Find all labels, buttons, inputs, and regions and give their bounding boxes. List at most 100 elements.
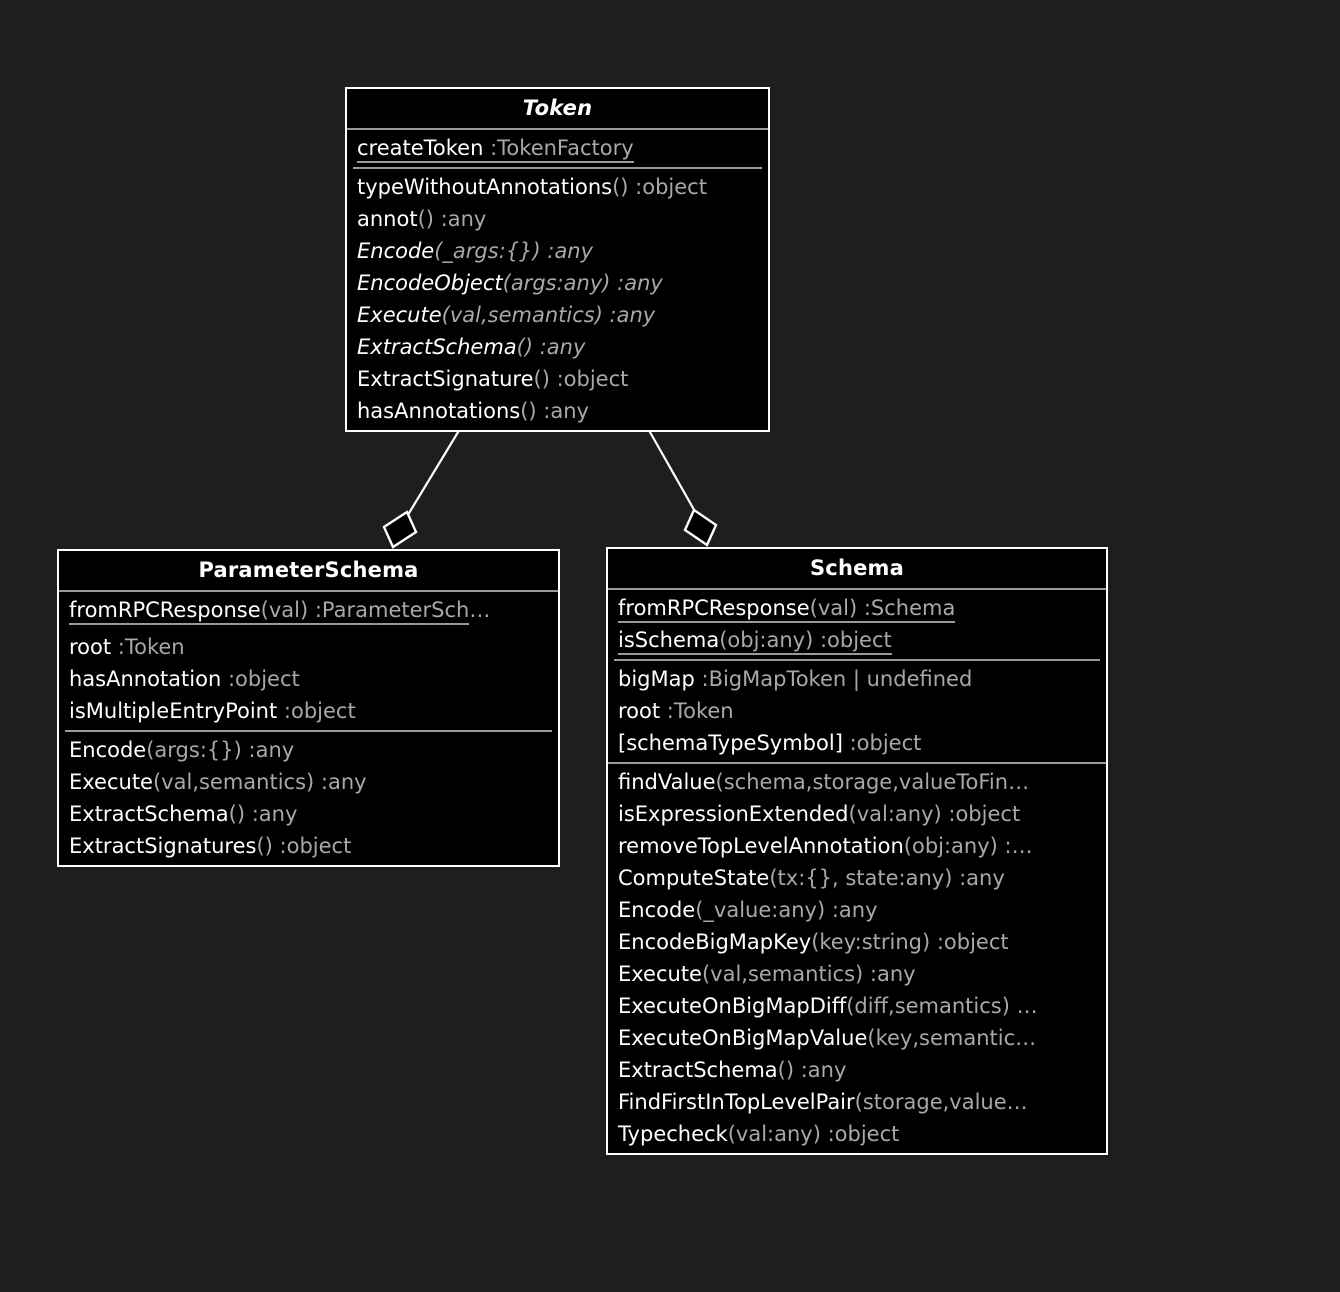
member-type: :object — [277, 699, 356, 723]
class-member[interactable]: ExtractSchema() :any — [65, 798, 552, 830]
member-type: (diff,semantics) … — [846, 994, 1038, 1018]
class-member[interactable]: ExtractSignature() :object — [353, 363, 762, 395]
member-type: (args:any) :any — [502, 271, 663, 295]
member-name: typeWithoutAnnotations — [357, 175, 613, 199]
class-box-token[interactable]: Token createToken :TokenFactory typeWith… — [345, 87, 770, 432]
member-name: root — [618, 699, 661, 723]
class-name-parameterschema: ParameterSchema — [59, 551, 558, 592]
member-type: (val) :Schema — [809, 596, 956, 620]
member-name: Typecheck — [618, 1122, 728, 1146]
class-member[interactable]: isMultipleEntryPoint :object — [59, 695, 558, 727]
class-member[interactable]: ExtractSignatures() :object — [65, 830, 552, 862]
class-member[interactable]: ComputeState(tx:{}, state:any) :any — [608, 862, 1106, 894]
class-member[interactable]: ExecuteOnBigMapDiff(diff,semantics) … — [608, 990, 1106, 1022]
member-name: ExtractSignature — [357, 367, 534, 391]
aggregation-line — [641, 417, 702, 523]
class-member[interactable]: Execute(val,semantics) :any — [608, 958, 1106, 990]
member-name: hasAnnotations — [357, 399, 521, 423]
class-member[interactable]: bigMap :BigMapToken | undefined — [614, 663, 1100, 695]
class-member[interactable]: typeWithoutAnnotations() :object — [353, 171, 762, 203]
class-member[interactable]: Encode(args:{}) :any — [65, 734, 552, 766]
class-member[interactable]: fromRPCResponse(val) :Schema — [608, 592, 1106, 624]
class-member[interactable]: [schemaTypeSymbol] :object — [614, 727, 1100, 759]
member-name: fromRPCResponse — [618, 596, 810, 620]
class-member[interactable]: EncodeBigMapKey(key:string) :object — [608, 926, 1106, 958]
member-name: ExtractSignatures — [69, 834, 257, 858]
class-member[interactable]: annot() :any — [353, 203, 762, 235]
member-type: (_args:{}) :any — [434, 239, 594, 263]
class-member[interactable]: Encode(_value:any) :any — [608, 894, 1106, 926]
statics-compartment-parameterschema: fromRPCResponse(val) :ParameterSch… — [59, 592, 558, 629]
member-name: ExtractSchema — [69, 802, 229, 826]
aggregation-diamond-shape — [683, 508, 718, 547]
member-name: fromRPCResponse — [69, 598, 261, 622]
class-member[interactable]: removeTopLevelAnnotation(obj:any) :… — [608, 830, 1106, 862]
member-type: (schema,storage,valueToFin… — [715, 770, 1030, 794]
aggregation-line — [399, 418, 467, 529]
class-member[interactable]: Execute(val,semantics) :any — [353, 299, 762, 331]
methods-compartment-parameterschema: Encode(args:{}) :any Execute(val,semanti… — [65, 730, 552, 865]
member-name: [schemaTypeSymbol] — [618, 731, 843, 755]
class-member[interactable]: createToken :TokenFactory — [347, 132, 768, 164]
member-name: createToken — [357, 136, 484, 160]
class-member[interactable]: hasAnnotation :object — [59, 663, 558, 695]
member-name: annot — [357, 207, 418, 231]
member-type: :Token — [660, 699, 734, 723]
member-type: :BigMapToken | undefined — [694, 667, 973, 691]
member-name: Execute — [69, 770, 153, 794]
aggregation-diamond-shape — [382, 510, 418, 549]
class-box-schema[interactable]: Schema fromRPCResponse(val) :Schema isSc… — [606, 547, 1108, 1155]
member-type: :Token — [111, 635, 185, 659]
member-name: EncodeObject — [357, 271, 503, 295]
member-name: Execute — [618, 962, 702, 986]
member-name: Execute — [357, 303, 442, 327]
member-name: isMultipleEntryPoint — [69, 699, 278, 723]
member-name: Encode — [618, 898, 696, 922]
class-member[interactable]: Encode(_args:{}) :any — [353, 235, 762, 267]
member-type: (obj:any) :object — [719, 628, 892, 652]
member-name: ExtractSchema — [618, 1058, 778, 1082]
class-member[interactable]: ExtractSchema() :any — [608, 1054, 1106, 1086]
member-type: () :object — [612, 175, 707, 199]
member-type: (val:any) :object — [848, 802, 1021, 826]
member-type: :object — [221, 667, 300, 691]
class-member[interactable]: FindFirstInTopLevelPair(storage,value… — [608, 1086, 1106, 1118]
member-type: :object — [842, 731, 922, 755]
member-type: (tx:{}, state:any) :any — [769, 866, 1005, 890]
class-member[interactable]: hasAnnotations() :any — [353, 395, 762, 427]
class-member[interactable]: Typecheck(val:any) :object — [608, 1118, 1106, 1150]
member-type: (key,semantic… — [867, 1026, 1037, 1050]
member-name: Encode — [69, 738, 147, 762]
class-member[interactable]: EncodeObject(args:any) :any — [353, 267, 762, 299]
class-member[interactable]: findValue(schema,storage,valueToFin… — [608, 766, 1106, 798]
class-member[interactable]: fromRPCResponse(val) :ParameterSch… — [59, 594, 558, 626]
attributes-compartment-parameterschema: root :Token hasAnnotation :object isMult… — [59, 629, 558, 730]
class-member[interactable]: isSchema(obj:any) :object — [608, 624, 1106, 656]
statics-compartment-schema: fromRPCResponse(val) :Schema isSchema(ob… — [608, 590, 1106, 659]
class-member[interactable]: ExecuteOnBigMapValue(key,semantic… — [608, 1022, 1106, 1054]
class-name-schema: Schema — [608, 549, 1106, 590]
member-name: root — [69, 635, 112, 659]
member-type: () :any — [228, 802, 298, 826]
member-type: (val,semantics) :any — [441, 303, 656, 327]
member-type: (val:any) :object — [727, 1122, 900, 1146]
member-name: ExecuteOnBigMapDiff — [618, 994, 847, 1018]
class-member[interactable]: root :Token — [59, 631, 558, 663]
class-member[interactable]: isExpressionExtended(val:any) :object — [608, 798, 1106, 830]
member-name: isExpressionExtended — [618, 802, 849, 826]
member-type: (val) :ParameterSch — [260, 598, 470, 622]
class-box-parameterschema[interactable]: ParameterSchema fromRPCResponse(val) :Pa… — [57, 549, 560, 867]
member-name: ExtractSchema — [357, 335, 517, 359]
class-name-token: Token — [347, 89, 768, 130]
class-member[interactable]: Execute(val,semantics) :any — [65, 766, 552, 798]
class-member[interactable]: ExtractSchema() :any — [353, 331, 762, 363]
member-type: (obj:any) :… — [903, 834, 1033, 858]
member-type: (key:string) :object — [811, 930, 1009, 954]
class-member[interactable]: root :Token — [614, 695, 1100, 727]
member-type: (val,semantics) :any — [701, 962, 916, 986]
member-name: hasAnnotation — [69, 667, 222, 691]
member-name: Encode — [357, 239, 435, 263]
member-name: bigMap — [618, 667, 695, 691]
attributes-compartment-token: createToken :TokenFactory — [347, 130, 768, 167]
methods-compartment-schema: findValue(schema,storage,valueToFin… isE… — [608, 762, 1106, 1153]
